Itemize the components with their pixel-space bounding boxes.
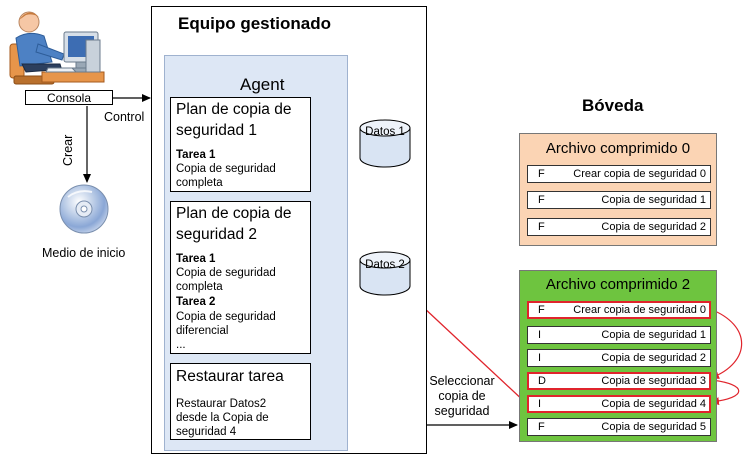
plan-1-task-1-desc-1: Copia de seguridad (176, 163, 276, 175)
plan-2-task-2-name: Tarea 2 (176, 296, 216, 308)
select-backup-line-1: Seleccionar (429, 374, 495, 388)
data-2-disk-icon[interactable] (358, 250, 412, 298)
dependency-curve-3-4 (710, 379, 740, 406)
data-1-label: Datos 1 (365, 126, 405, 138)
console-label: Consola (46, 91, 92, 105)
backup-name: Copia de seguridad 4 (601, 398, 706, 410)
plan-2-title-line-2: seguridad 2 (176, 226, 258, 243)
data-1-disk-icon[interactable] (358, 118, 412, 170)
select-backup-line-2: copia de (438, 389, 486, 403)
backup-name: Crear copia de seguridad 0 (573, 168, 706, 180)
backup-type: I (538, 352, 542, 364)
archive-2-row-5[interactable]: F Copia de seguridad 5 (527, 418, 711, 436)
backup-name: Copia de seguridad 1 (601, 329, 706, 341)
archive-2-row-0[interactable]: F Crear copia de seguridad 0 (527, 301, 711, 319)
plan-2-task-1-desc-2: completa (176, 281, 223, 293)
console-person-icon (9, 11, 105, 85)
plan-1-task-1-desc-2: completa (176, 177, 223, 189)
backup-type: I (538, 398, 542, 410)
plan-2-task-1-name: Tarea 1 (176, 253, 216, 265)
backup-name: Copia de seguridad 3 (601, 375, 706, 387)
archive-2-row-1[interactable]: I Copia de seguridad 1 (527, 326, 711, 344)
managed-machine-title: Equipo gestionado (178, 14, 331, 33)
dependency-curve-0-3 (709, 308, 743, 379)
select-backup-line-3: seguridad (434, 404, 490, 418)
plan-2-ellipsis: ... (176, 339, 186, 351)
plan-1-task-1-name: Tarea 1 (176, 149, 216, 161)
restore-task-desc-2: desde la Copia de (176, 412, 269, 424)
plan-1-title-line-2: seguridad 1 (176, 122, 258, 139)
archive-2[interactable]: Archivo comprimido 2 F Crear copia de se… (519, 270, 717, 442)
create-label: Crear (61, 134, 75, 166)
archive-0-title: Archivo comprimido 0 (545, 140, 691, 157)
plan-2-task-1-desc-1: Copia de seguridad (176, 267, 276, 279)
backup-type: D (538, 375, 546, 387)
backup-name: Copia de seguridad 5 (601, 421, 706, 433)
archive-2-title: Archivo comprimido 2 (545, 276, 691, 293)
console-label-box[interactable] (25, 90, 113, 105)
backup-name: Copia de seguridad 1 (601, 194, 706, 206)
restore-task[interactable]: Restaurar tarea Restaurar Datos2 desde l… (170, 363, 311, 440)
archive-0-row-1[interactable]: F Copia de seguridad 1 (527, 191, 711, 209)
plan-2-task-2-desc-2: diferencial (176, 325, 229, 337)
backup-plan-2[interactable]: Plan de copia de seguridad 2 Tarea 1 Cop… (170, 201, 311, 354)
restore-task-desc-1: Restaurar Datos2 (176, 398, 267, 410)
backup-type: I (538, 329, 542, 341)
backup-type: F (538, 304, 545, 316)
archive-0-row-2[interactable]: F Copia de seguridad 2 (527, 218, 711, 236)
archive-0-row-0[interactable]: F Crear copia de seguridad 0 (527, 165, 711, 183)
backup-type: F (538, 194, 545, 206)
data-2-label: Datos 2 (365, 259, 405, 271)
boot-media-label: Medio de inicio (42, 246, 126, 260)
vault-title: Bóveda (582, 96, 644, 115)
archive-0[interactable]: Archivo comprimido 0 F Crear copia de se… (519, 133, 717, 246)
archive-2-row-2[interactable]: I Copia de seguridad 2 (527, 349, 711, 367)
archive-2-row-3[interactable]: D Copia de seguridad 3 (527, 372, 711, 390)
plan-2-task-2-desc-1: Copia de seguridad (176, 311, 276, 323)
backup-type: F (538, 421, 545, 433)
backup-name: Copia de seguridad 2 (601, 221, 706, 233)
backup-name: Copia de seguridad 2 (601, 352, 706, 364)
agent-label: Agent (240, 75, 285, 94)
restore-task-desc-3: seguridad 4 (176, 426, 237, 438)
boot-media-disc-icon (59, 184, 109, 234)
backup-type: F (538, 168, 545, 180)
backup-plan-1[interactable]: Plan de copia de seguridad 1 Tarea 1 Cop… (170, 97, 311, 192)
control-label: Control (104, 110, 145, 124)
restore-task-title: Restaurar tarea (176, 368, 284, 385)
backup-type: F (538, 221, 545, 233)
plan-1-title-line-1: Plan de copia de (176, 101, 292, 118)
plan-2-title-line-1: Plan de copia de (176, 205, 292, 222)
archive-2-row-4[interactable]: I Copia de seguridad 4 (527, 395, 711, 413)
backup-name: Crear copia de seguridad 0 (573, 304, 706, 316)
